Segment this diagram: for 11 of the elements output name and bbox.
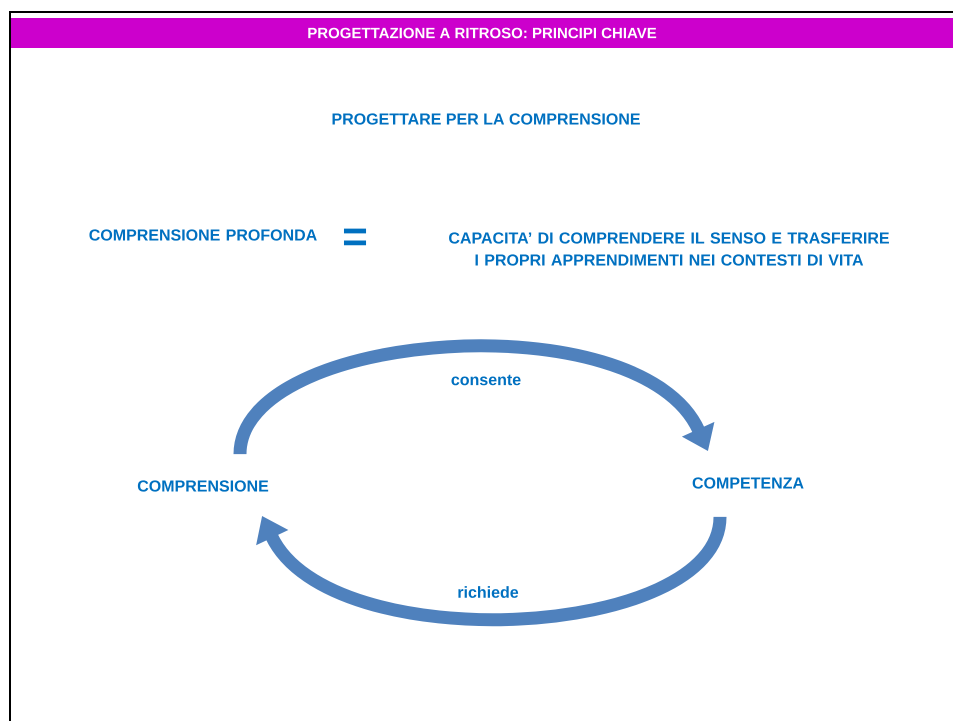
edge-label: richiede [455, 584, 521, 600]
concept-text: CAPACITA’ DI COMPRENDERE IL SENSO E TRASFERIRE I PROPRI APPRENDIMENTI NEI CONTESTI DI VITA [449, 232, 889, 266]
concept-text: COMPRENSIONE [138, 480, 268, 492]
curved-arrow [234, 340, 714, 456]
title-bar: PROGETTAZIONE A RITROSO: PRINCIPI CHIAVE [11, 18, 953, 48]
equals-sign: = [344, 228, 366, 246]
edge-label: consente [448, 372, 524, 388]
concept-text: COMPETENZA [692, 477, 804, 489]
subtitle: PROGETTARE PER LA COMPRENSIONE [332, 113, 640, 125]
concept-text: COMPRENSIONE PROFONDA [89, 229, 317, 241]
curved-arrow [256, 515, 726, 626]
